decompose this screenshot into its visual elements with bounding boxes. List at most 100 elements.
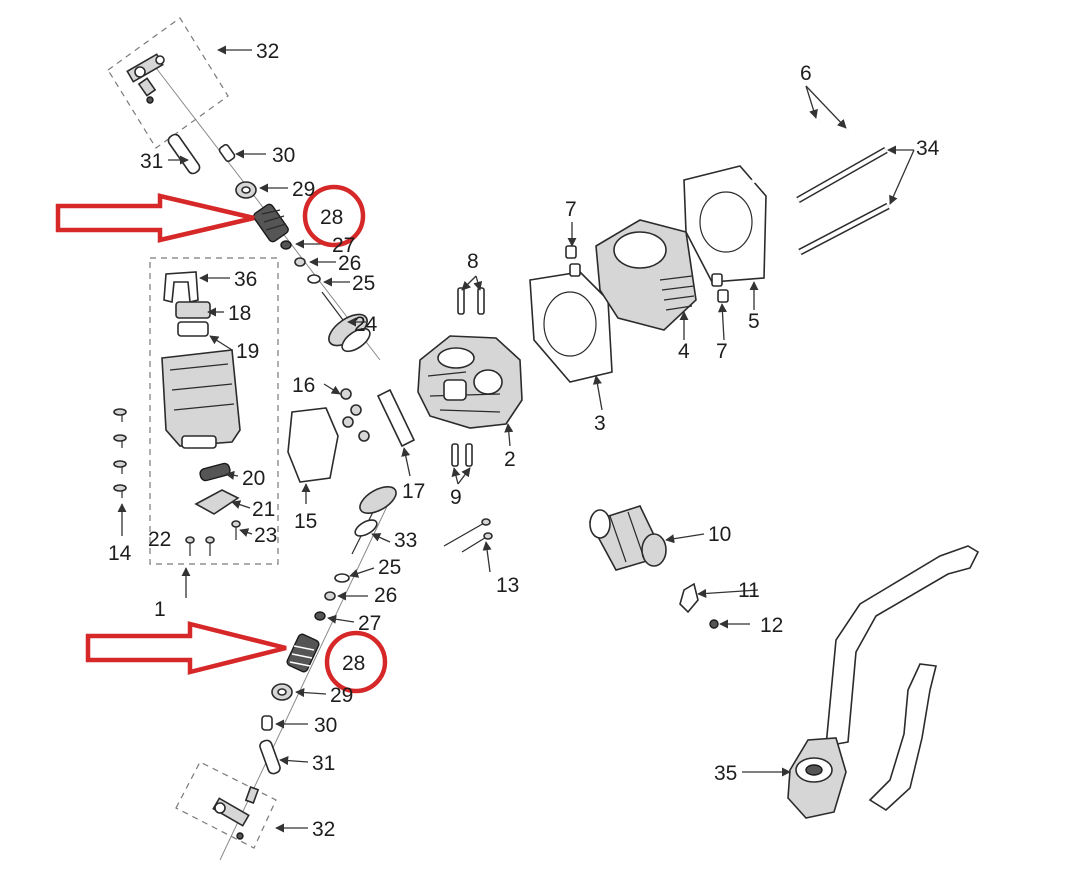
label-11: 11 <box>738 579 760 602</box>
label-13: 13 <box>496 574 519 597</box>
head-nuts-16 <box>340 388 370 442</box>
label-16: 16 <box>292 374 315 397</box>
label-26-bottom: 26 <box>374 584 397 607</box>
label-3: 3 <box>594 412 606 435</box>
cylinder-studs-6 <box>727 118 849 184</box>
air-pipe-35 <box>787 545 980 819</box>
highlight-arrow-top <box>55 193 255 243</box>
label-2: 2 <box>504 448 516 471</box>
label-23: 23 <box>254 524 277 547</box>
intake-valve-33 <box>351 485 397 555</box>
head-dowels-8 <box>457 287 485 315</box>
label-27-bottom: 27 <box>358 612 381 635</box>
rocker-pin-bottom <box>259 739 281 775</box>
o-ring-bottom <box>334 573 350 583</box>
highlight-circle-bottom <box>324 630 388 694</box>
label-12: 12 <box>760 614 783 637</box>
label-28-top: 28 <box>320 206 343 229</box>
valve-seal-bottom <box>324 591 336 601</box>
spring-seat-bottom <box>314 611 326 621</box>
label-30-bottom: 30 <box>314 714 337 737</box>
o-ring-top <box>307 274 321 284</box>
label-25-bottom: 25 <box>378 556 401 579</box>
chain-tensioner-17 <box>376 388 416 448</box>
label-19: 19 <box>236 340 259 363</box>
head-cover-group <box>149 257 279 565</box>
highlight-arrow-bottom <box>85 621 287 675</box>
cover-bolt-23 <box>205 520 241 556</box>
label-18: 18 <box>228 302 251 325</box>
breather-bracket-36 <box>163 271 199 304</box>
cylinder-studs-34 <box>796 146 890 256</box>
reed-valve-20 <box>199 462 231 482</box>
label-35: 35 <box>714 762 737 785</box>
label-20: 20 <box>242 467 265 490</box>
rocker-arm-bottom <box>212 786 260 840</box>
cam-washer-11 <box>679 582 699 614</box>
cam-bolts-13 <box>443 518 493 553</box>
label-27-top: 27 <box>332 234 355 257</box>
cover-gasket-15 <box>287 407 339 483</box>
valve-seal-top <box>294 257 306 267</box>
upper-valve-group <box>107 17 381 361</box>
label-32-bottom: 32 <box>312 818 335 841</box>
label-24: 24 <box>354 313 378 336</box>
label-14: 14 <box>108 542 132 565</box>
cylinder-head-cover <box>161 349 241 449</box>
label-10: 10 <box>708 523 731 546</box>
label-29-top: 29 <box>292 178 315 201</box>
rocker-arm-box-bottom <box>175 761 277 849</box>
label-31-bottom: 31 <box>312 752 335 775</box>
label-15: 15 <box>294 510 317 533</box>
valve-spring-top <box>253 203 289 243</box>
valve-cotter-bottom <box>261 715 273 731</box>
cylinder-head-2 <box>417 335 523 429</box>
camshaft-10 <box>588 505 667 571</box>
head-cover-box <box>149 257 279 565</box>
rocker-arm-box-top <box>107 17 229 149</box>
dowel-pins-7 <box>565 245 729 303</box>
cam-bolt-12 <box>709 619 719 629</box>
label-26-top: 26 <box>338 252 361 275</box>
label-28-bottom: 28 <box>342 652 365 675</box>
spring-seat-top <box>280 240 292 250</box>
label-6: 6 <box>800 62 812 85</box>
rocker-pin-top <box>167 133 201 175</box>
reed-valve-assembly-35 <box>787 737 847 819</box>
label-7-bottom: 7 <box>716 340 728 363</box>
label-32-top: 32 <box>256 40 279 63</box>
head-dowels-9 <box>451 443 473 467</box>
label-1: 1 <box>154 598 166 621</box>
label-9: 9 <box>450 486 462 509</box>
cover-bolt-22 <box>185 536 195 556</box>
label-31-top: 31 <box>140 150 163 173</box>
label-30-top: 30 <box>272 144 295 167</box>
valve-spring-bottom <box>286 633 320 673</box>
lower-valve-group <box>175 485 397 861</box>
lower-valve-axis <box>219 499 391 861</box>
label-29-bottom: 29 <box>330 684 353 707</box>
base-gasket-5 <box>683 165 767 283</box>
breather-gasket-19 <box>177 321 209 337</box>
part-numbers: 1 2 3 4 5 6 7 7 8 9 10 11 12 13 14 15 16… <box>108 40 940 841</box>
label-21: 21 <box>252 498 275 521</box>
label-33: 33 <box>394 529 417 552</box>
highlight-circle-top <box>302 184 366 248</box>
pcv-housing-21 <box>194 489 240 515</box>
label-34: 34 <box>916 137 940 160</box>
label-25-top: 25 <box>352 272 375 295</box>
label-7-top: 7 <box>565 198 577 221</box>
label-5: 5 <box>748 310 760 333</box>
rocker-arm-top <box>126 53 165 104</box>
label-8: 8 <box>467 250 479 273</box>
valve-cotter-top <box>218 143 236 163</box>
head-cover-bolts-14 <box>113 408 127 498</box>
leader-lines <box>117 45 915 833</box>
label-17: 17 <box>402 480 425 503</box>
label-22: 22 <box>148 528 171 551</box>
label-4: 4 <box>678 340 690 363</box>
cylinder-block-4 <box>595 219 697 331</box>
label-36: 36 <box>234 268 257 291</box>
